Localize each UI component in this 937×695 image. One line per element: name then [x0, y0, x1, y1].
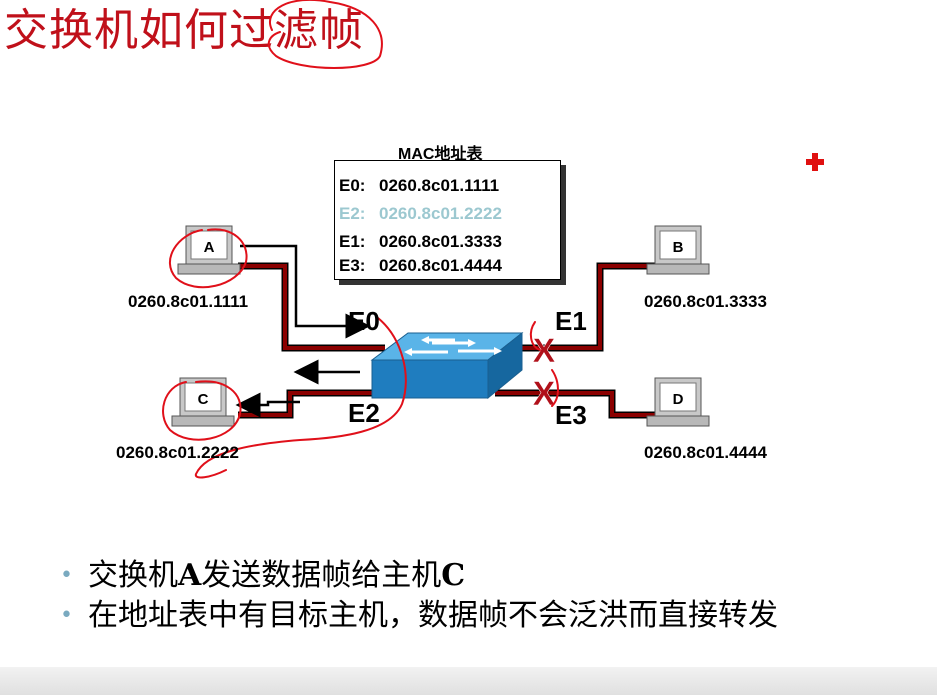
host-d-mac: 0260.8c01.4444	[644, 443, 767, 462]
bullet-text-bold: C	[441, 558, 466, 593]
mac-table-title: MAC地址表	[398, 146, 483, 163]
link-c-e2	[238, 389, 385, 419]
port-e1-label: E1	[555, 306, 587, 336]
page-title: 交换机如何过滤帧	[4, 5, 364, 56]
flow-arrow-a-to-e0	[240, 244, 371, 339]
bullet-dot: •	[60, 563, 73, 588]
mac-row-address: 0260.8c01.2222	[379, 204, 502, 223]
bullet-text-bold: A	[178, 558, 202, 593]
mac-row-port: E1:	[339, 232, 366, 251]
link-e1-b	[515, 262, 655, 352]
bullet-text: 交换机	[88, 558, 178, 593]
host-b-label: B	[673, 239, 684, 256]
mac-row-address: 0260.8c01.1111	[379, 176, 500, 195]
bullet-text: 在地址表中有目标主机，数据帧不会泛洪而直接转发	[88, 598, 778, 633]
port-e2-label: E2	[348, 398, 380, 428]
mac-row-address: 0260.8c01.4444	[379, 256, 502, 275]
host-c-label: C	[198, 391, 209, 408]
host-c-mac: 0260.8c01.2222	[116, 443, 239, 462]
host-b-mac: 0260.8c01.3333	[644, 292, 767, 311]
red-cross-icon	[806, 153, 824, 171]
host-d-computer-icon	[646, 377, 710, 427]
host-b-computer-icon	[646, 225, 710, 275]
link-e3-d	[495, 389, 655, 419]
blocked-mark-e1: X	[533, 332, 556, 370]
switch-icon	[370, 331, 524, 400]
host-a-mac: 0260.8c01.1111	[128, 292, 249, 311]
port-e3-label: E3	[555, 400, 587, 430]
blocked-mark-e3: X	[533, 375, 556, 413]
host-a-label: A	[204, 239, 215, 256]
mac-table-row-e2: E2: 0260.8c01.2222	[339, 203, 502, 225]
link-a-e0	[238, 262, 385, 352]
bullet-list: • 交换机A发送数据帧给主机C • 在地址表中有目标主机，数据帧不会泛洪而直接转发	[56, 556, 888, 636]
mac-row-port: E2:	[339, 204, 366, 223]
flow-arrow-to-c	[235, 392, 300, 418]
port-e0-label: E0	[348, 306, 380, 336]
bullet-dot: •	[60, 603, 73, 628]
mac-row-port: E0:	[339, 176, 366, 195]
bullet-item-2: • 在地址表中有目标主机，数据帧不会泛洪而直接转发	[56, 596, 888, 636]
footer-bar	[0, 667, 937, 695]
host-c-computer-icon	[171, 377, 235, 427]
mac-row-address: 0260.8c01.3333	[379, 232, 502, 251]
mac-table-row-e1: E1: 0260.8c01.3333	[339, 231, 502, 253]
bullet-text: 发送数据帧给主机	[201, 558, 442, 593]
mac-table-row-e3: E3: 0260.8c01.4444	[339, 255, 502, 277]
bullet-item-1: • 交换机A发送数据帧给主机C	[56, 556, 888, 596]
host-d-label: D	[673, 391, 684, 408]
mac-table-row-e0: E0: 0260.8c01.1111	[339, 175, 499, 197]
mac-table: E0: 0260.8c01.1111 E2: 0260.8c01.2222 E1: 0…	[334, 160, 561, 280]
mac-row-port: E3:	[339, 256, 366, 275]
